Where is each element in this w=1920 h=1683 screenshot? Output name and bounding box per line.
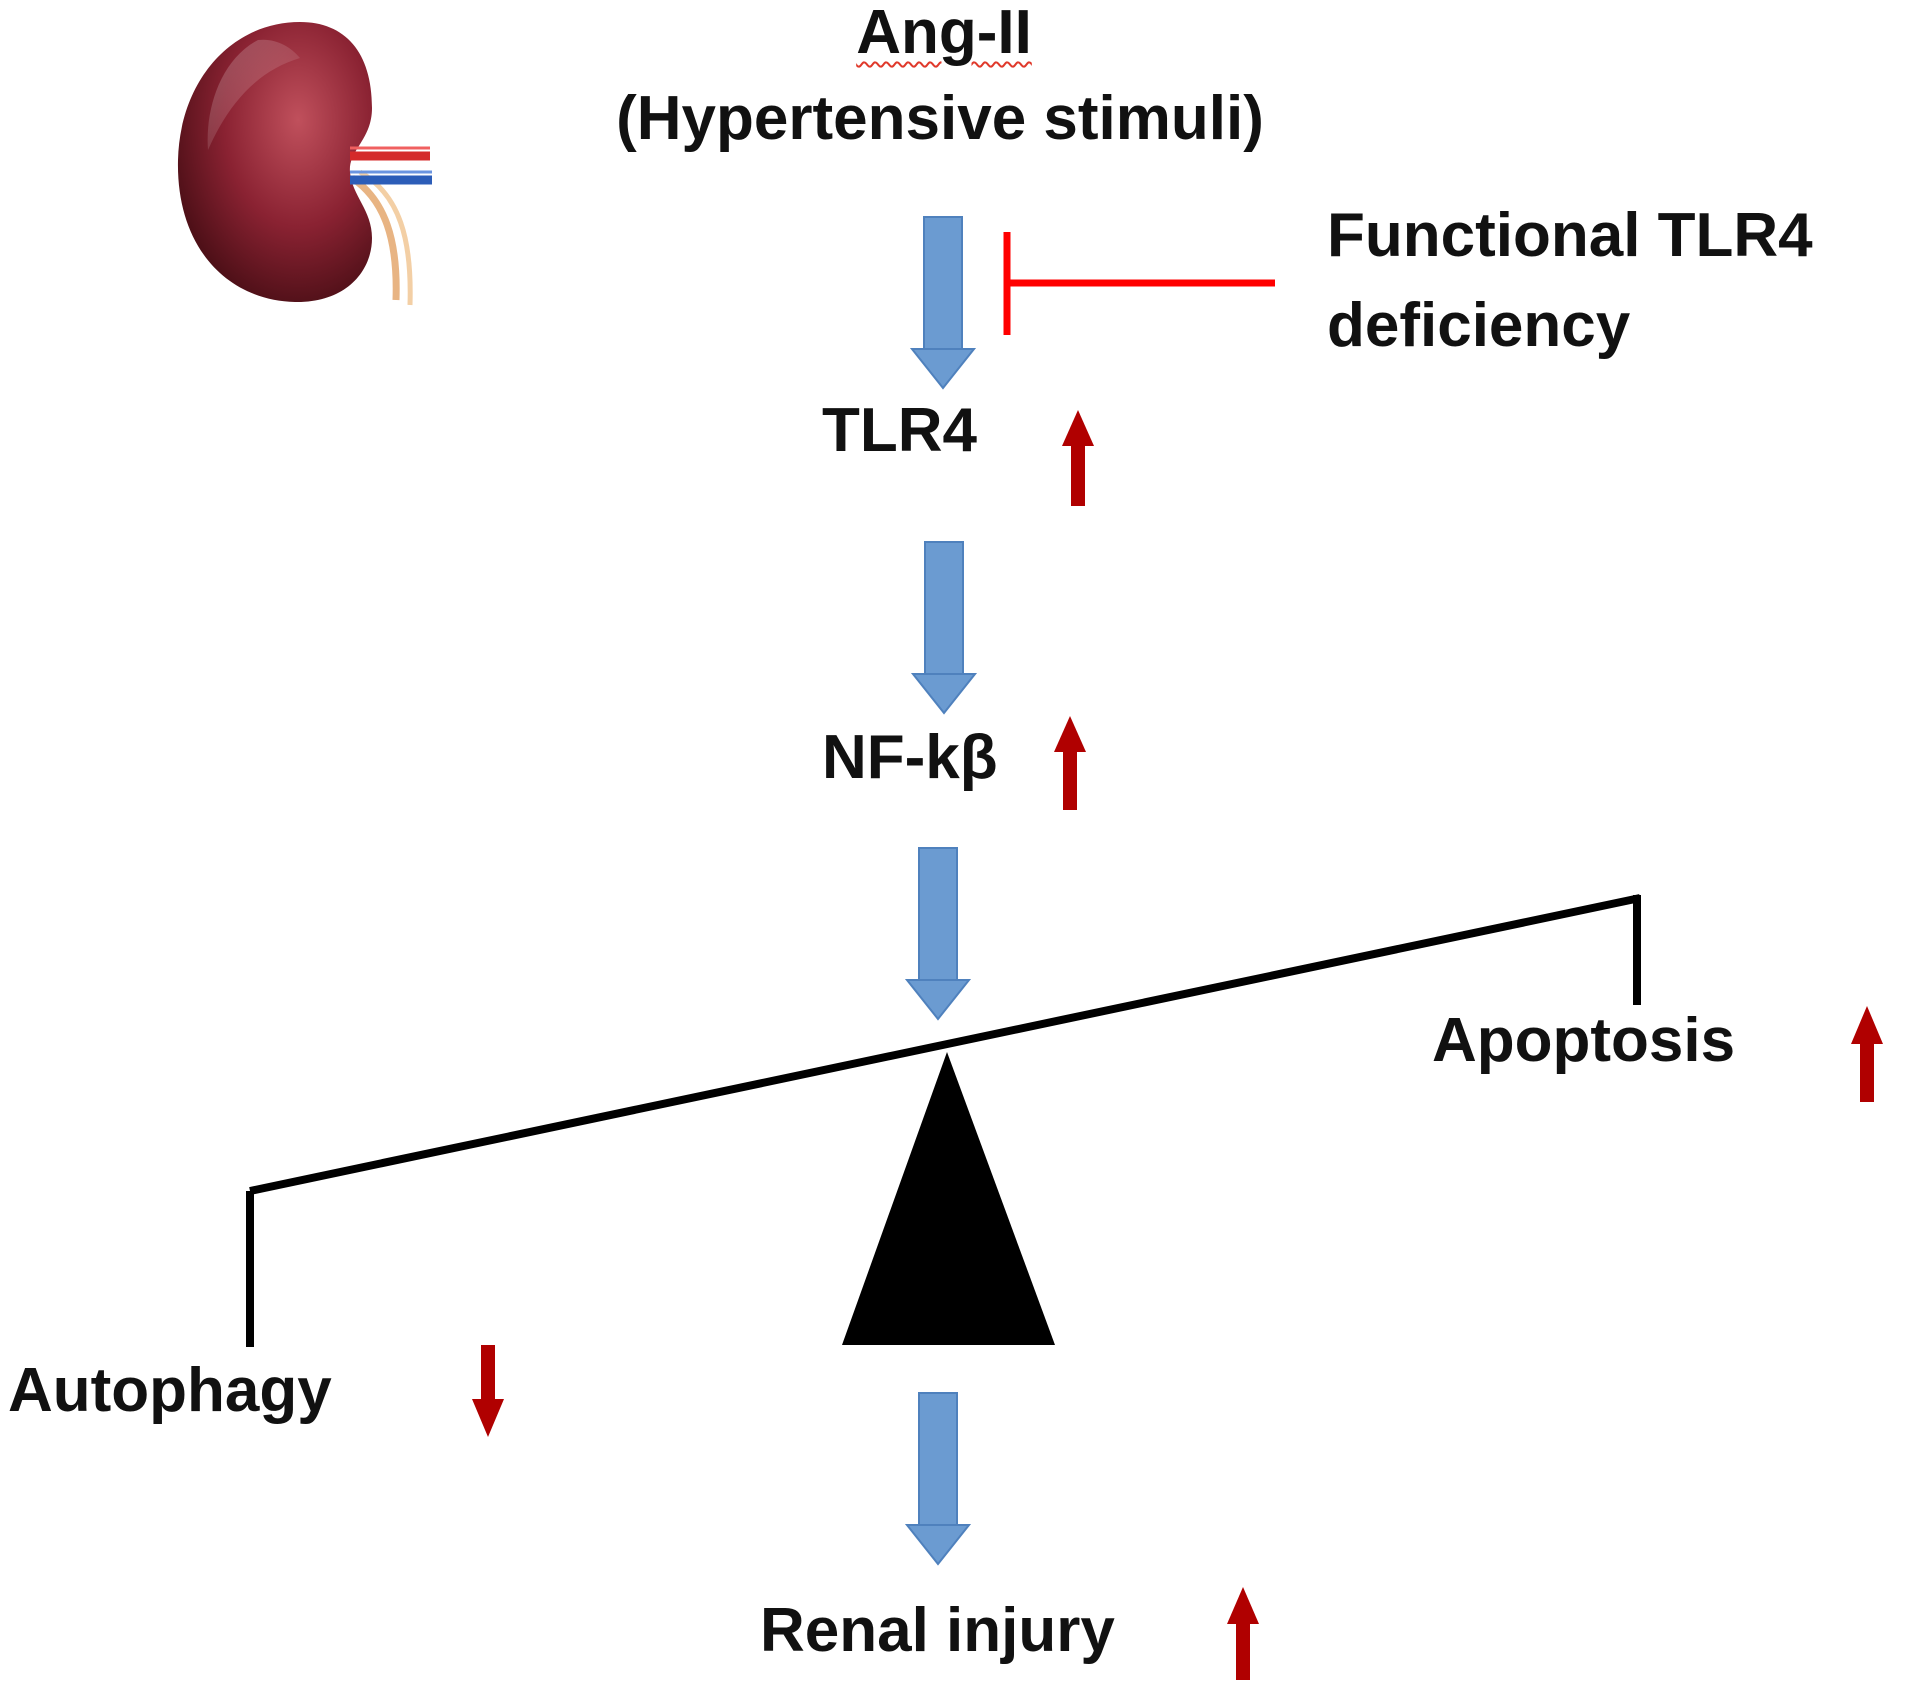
- flow-arrow-stimulus-to-tlr4: [909, 216, 977, 390]
- flow-arrow-tlr4-to-nfkb: [910, 541, 978, 715]
- renal-injury-label: Renal injury: [760, 1596, 1115, 1665]
- flow-arrow-nfkb-to-scale: [904, 847, 972, 1021]
- nfkb-label: NF-kβ: [822, 723, 998, 792]
- flow-arrow-scale-to-renal-injury: [904, 1392, 972, 1566]
- stimulus-name: Ang-II: [856, 0, 1032, 67]
- up-arrow-icon-nfkb: [1054, 716, 1086, 810]
- kidney-icon: [177, 22, 432, 306]
- inhibitor-label-line2: deficiency: [1327, 291, 1631, 360]
- up-arrow-icon-renal-injury: [1227, 1587, 1259, 1680]
- apoptosis-label: Apoptosis: [1432, 1006, 1736, 1075]
- inhibition-t-bar: [1003, 232, 1275, 335]
- scale-fulcrum: [842, 1052, 1055, 1345]
- up-arrow-icon-tlr4: [1062, 410, 1094, 506]
- up-arrow-icon-apoptosis: [1851, 1006, 1883, 1102]
- stimulus-subtitle: (Hypertensive stimuli): [616, 84, 1264, 153]
- autophagy-label: Autophagy: [8, 1356, 332, 1425]
- tlr4-label: TLR4: [822, 396, 977, 465]
- down-arrow-icon-autophagy: [472, 1345, 504, 1437]
- inhibitor-label-line1: Functional TLR4: [1327, 201, 1813, 270]
- seesaw-scale: [246, 894, 1641, 1347]
